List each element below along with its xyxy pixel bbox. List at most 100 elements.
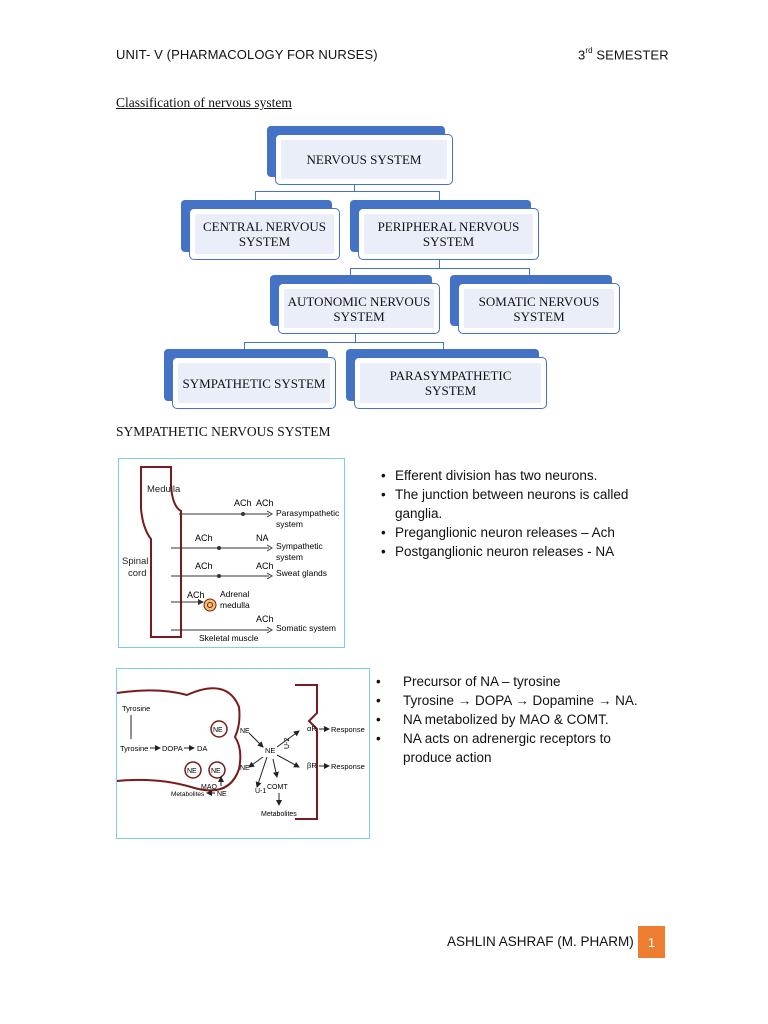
section-title: Classification of nervous system (116, 95, 292, 110)
connector (443, 342, 444, 350)
row3-target: Sweat glands (276, 568, 327, 578)
ne-metab: NE (217, 791, 227, 798)
to-alpha-arrow (276, 730, 300, 748)
node-label: NERVOUS SYSTEM (281, 140, 447, 179)
connector (529, 268, 530, 276)
u1-arrow (255, 756, 268, 788)
connector (355, 333, 356, 342)
ganglion-dot (241, 512, 245, 516)
u1-label: U-1 (255, 788, 266, 795)
row3-ach-right: ACh (256, 561, 274, 571)
row1-target: Parasympathetic (276, 508, 340, 518)
connector (354, 184, 355, 192)
node-label: AUTONOMIC NERVOUS SYSTEM (284, 289, 434, 328)
row2-ach-left: ACh (195, 533, 213, 543)
node-label: PARASYMPATHETIC SYSTEM (360, 363, 541, 403)
efferent-pathway-figure: Medulla Spinal cord ACh ACh Parasympathe… (118, 458, 345, 648)
vesicle (184, 761, 202, 779)
bullet-item: Precursor of NA – tyrosine (376, 672, 661, 691)
adrenal-medulla-cell (203, 598, 217, 612)
header-right: 3rd SEMESTER (578, 46, 669, 63)
release-arrow (248, 732, 264, 748)
node-nervous-system: NERVOUS SYSTEM (267, 126, 453, 185)
alpha-response: Response (331, 725, 365, 734)
label-spinal: Spinal (122, 556, 148, 567)
terminal-mark (266, 510, 273, 518)
row1-ach-left: ACh (234, 498, 252, 508)
nerve-terminal-outline (116, 687, 242, 792)
metabolites-bottom: Metabolites (261, 811, 297, 818)
connector (255, 191, 256, 201)
spinal-cord-outline (140, 466, 182, 638)
row4-ach: ACh (187, 590, 205, 600)
node-label: SOMATIC NERVOUS SYSTEM (464, 289, 614, 328)
row5-ach: ACh (256, 614, 274, 624)
connector (244, 342, 444, 343)
page-number: 1 (638, 926, 665, 958)
pathway-dopa: DOPA (162, 744, 183, 753)
bullet-item: The junction between neurons is called g… (381, 485, 661, 523)
semester-number: 3 (578, 47, 586, 63)
connector (255, 191, 440, 192)
ne-release-bottom: NE (240, 765, 250, 772)
pathway-da: DA (197, 744, 207, 753)
node-parasympathetic-system: PARASYMPATHETIC SYSTEM (346, 349, 547, 409)
ganglion-dot (217, 546, 221, 550)
metabolites-left: Metabolites (171, 791, 205, 798)
tyrosine-top-label: Tyrosine (122, 704, 150, 713)
bullet-list-synthesis: Precursor of NA – tyrosine Tyrosine → DO… (376, 672, 661, 767)
node-sympathetic-system: SYMPATHETIC SYSTEM (164, 349, 336, 409)
comt-arrow (272, 758, 279, 778)
postsynaptic-membrane (295, 684, 318, 820)
alpha-receptor: αR (307, 724, 317, 733)
sympathetic-section-title: SYMPATHETIC NERVOUS SYSTEM (116, 424, 331, 439)
label-medulla: Medulla (147, 484, 181, 495)
row4-target2: medulla (220, 600, 250, 610)
ne-cleft: NE (265, 746, 275, 755)
label-cord: cord (128, 568, 146, 579)
row2-target: Sympathetic (276, 541, 324, 551)
vesicle-ne: NE (213, 727, 223, 734)
bullet-list-efferent: Efferent division has two neurons. The j… (381, 466, 661, 561)
bullet-item: Postganglionic neuron releases - NA (381, 542, 661, 561)
connector (350, 268, 530, 269)
uptake-arrow (248, 756, 264, 768)
bullet-item: Tyrosine → DOPA → Dopamine → NA. (376, 691, 661, 710)
node-label: PERIPHERAL NERVOUS SYSTEM (364, 214, 533, 254)
pathway-tyrosine: Tyrosine (120, 744, 148, 753)
to-beta-arrow (276, 754, 300, 768)
na-synthesis-diagram: Tyrosine Tyrosine DOPA DA NE NE NE NE NE… (116, 684, 365, 820)
node-label: SYMPATHETIC SYSTEM (178, 363, 330, 403)
bullet-item: NA metabolized by MAO & COMT. (376, 710, 661, 729)
node-peripheral-nervous-system: PERIPHERAL NERVOUS SYSTEM (350, 200, 539, 260)
efferent-pathway-diagram: Medulla Spinal cord ACh ACh Parasympathe… (122, 466, 340, 643)
na-synthesis-figure: Tyrosine Tyrosine DOPA DA NE NE NE NE NE… (116, 668, 370, 839)
row4-target: Adrenal (220, 589, 249, 599)
connector (439, 191, 440, 201)
row5-target: Somatic system (276, 623, 336, 633)
vesicle (210, 720, 228, 738)
bullet-item: NA acts on adrenergic receptors to produ… (376, 729, 661, 767)
connector (350, 268, 351, 276)
u2-label: U-2 (284, 738, 291, 749)
row2-target2: system (276, 552, 303, 562)
row5-bottom: Skeletal muscle (199, 633, 259, 643)
ganglion-dot (217, 574, 221, 578)
node-label: CENTRAL NERVOUS SYSTEM (195, 214, 334, 254)
mao-label: MAO (201, 784, 218, 791)
row1-target2: system (276, 519, 303, 529)
connector (244, 342, 245, 350)
vesicle-ne: NE (187, 768, 197, 775)
node-somatic-nervous-system: SOMATIC NERVOUS SYSTEM (450, 275, 620, 334)
row1-ach-right: ACh (256, 498, 274, 508)
vesicle-ne: NE (211, 768, 221, 775)
header-left: UNIT- V (PHARMACOLOGY FOR NURSES) (116, 47, 378, 62)
terminal-mark (266, 544, 273, 552)
footer-author: ASHLIN ASHRAF (M. PHARM) (447, 934, 634, 949)
connector (439, 259, 440, 268)
adrenal-nucleus (207, 602, 213, 608)
row2-na-right: NA (256, 533, 269, 543)
beta-response: Response (331, 762, 365, 771)
node-autonomic-nervous-system: AUTONOMIC NERVOUS SYSTEM (270, 275, 440, 334)
terminal-mark (266, 572, 273, 580)
